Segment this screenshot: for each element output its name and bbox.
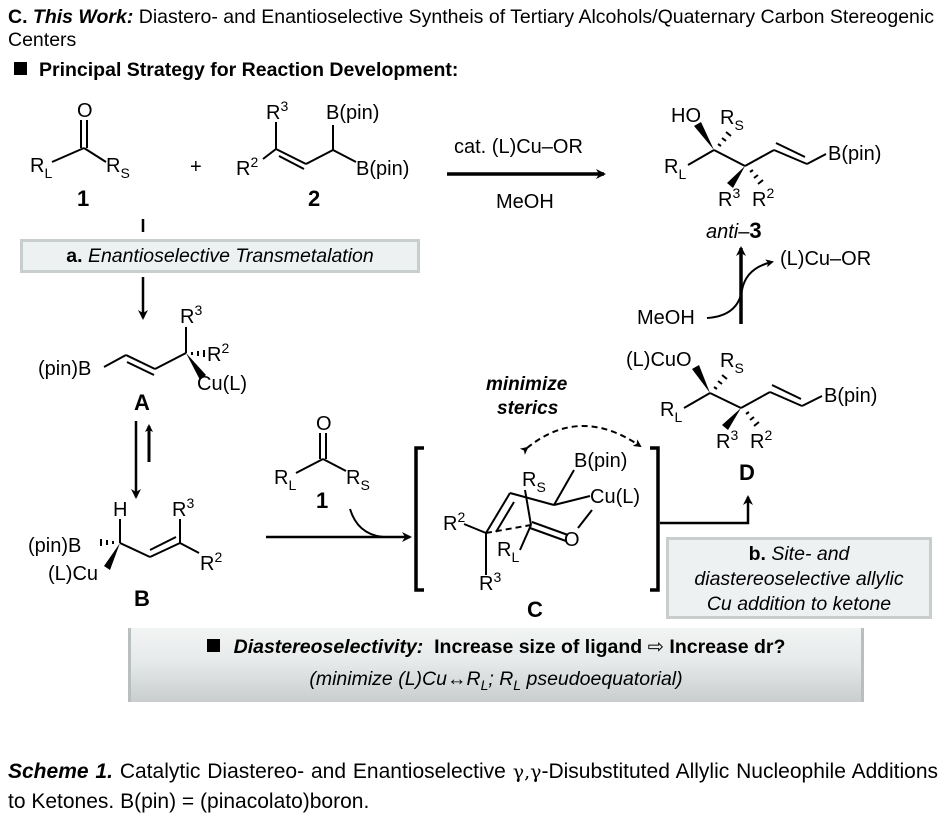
bullet-square-icon bbox=[206, 639, 220, 652]
intermediate-label-B: B bbox=[134, 586, 150, 611]
dr-text: Increase size of ligand bbox=[434, 636, 643, 658]
dr-label: Diastereoselectivity: bbox=[233, 636, 424, 658]
k1b-O: O bbox=[316, 413, 332, 435]
A-pinB: (pin)B bbox=[38, 358, 91, 380]
sterics-note-line1: minimize bbox=[486, 374, 568, 395]
c2-R3: R3 bbox=[266, 98, 288, 124]
plus-sign: + bbox=[190, 156, 202, 178]
product-label: anti–3 bbox=[706, 218, 762, 243]
ts-brackets bbox=[414, 446, 660, 592]
p3-HO: HO bbox=[671, 105, 701, 127]
figure-caption: Scheme 1. Catalytic Diastereo- and Enant… bbox=[8, 760, 938, 813]
bullet-square-icon bbox=[14, 62, 27, 75]
C-Bpin: B(pin) bbox=[574, 450, 627, 472]
compound-number-1: 1 bbox=[77, 186, 89, 211]
solvent-label: MeOH bbox=[496, 191, 554, 213]
ketone-addition-curved-arrow bbox=[349, 508, 385, 538]
compound-number-1b: 1 bbox=[316, 488, 328, 513]
hash-bonds bbox=[100, 131, 764, 546]
C-RS: RS bbox=[522, 469, 546, 495]
D-RS: RS bbox=[720, 350, 744, 376]
meoh-in-label: MeOH bbox=[637, 307, 695, 329]
A-CuL: Cu(L) bbox=[197, 373, 247, 395]
catalyst-label: cat. (L)Cu–OR bbox=[454, 136, 583, 158]
C-RL: RL bbox=[497, 539, 519, 565]
caption-label: Scheme 1. bbox=[8, 760, 113, 783]
step-a-box: a. Enantioselective Transmetalation bbox=[20, 239, 420, 273]
intermediate-label-C: C bbox=[527, 597, 543, 622]
sterics-note-line2: sterics bbox=[497, 398, 558, 419]
step-b-line2: diastereoselective allylic bbox=[694, 568, 904, 590]
k1b-RL: RL bbox=[274, 467, 296, 493]
ketone-1b-bonds bbox=[295, 433, 347, 474]
k1-O: O bbox=[77, 100, 93, 122]
section-emph: This Work: bbox=[32, 6, 134, 28]
intermediate-label-A: A bbox=[134, 390, 150, 415]
D-RL: RL bbox=[660, 399, 682, 425]
p3-R3: R3 bbox=[718, 185, 740, 211]
A-R3: R3 bbox=[180, 302, 202, 328]
strategy-text: Principal Strategy for Reaction Developm… bbox=[39, 59, 459, 81]
compound-2-bonds bbox=[262, 122, 357, 170]
k1-RL: RL bbox=[30, 155, 52, 181]
double-arrow-icon: ↔ bbox=[446, 668, 467, 690]
B-R2: R2 bbox=[200, 549, 222, 575]
p3-RL: RL bbox=[664, 156, 686, 182]
c2-Bpin-top: B(pin) bbox=[326, 102, 379, 124]
B-H: H bbox=[113, 499, 127, 521]
C-R2: R2 bbox=[443, 509, 465, 535]
ketone-1-bonds bbox=[51, 120, 107, 163]
step-b-line3: Cu addition to ketone bbox=[706, 593, 892, 615]
dr-note: (minimize (L)Cu↔RL; RL pseudoequatorial) bbox=[309, 668, 683, 693]
step-b-line1: Site- and bbox=[771, 543, 850, 565]
D-Bpin: B(pin) bbox=[824, 385, 877, 407]
product-3-bonds bbox=[687, 142, 827, 167]
C-O: O bbox=[564, 529, 580, 551]
step-a-letter: a. bbox=[66, 245, 83, 267]
ts-C-bonds bbox=[463, 469, 593, 575]
step-a-text: Enantioselective Transmetalation bbox=[87, 245, 374, 267]
B-LCu: (L)Cu bbox=[48, 563, 98, 585]
c2-Bpin-right: B(pin) bbox=[356, 158, 409, 180]
D-R2: R2 bbox=[750, 427, 772, 453]
B-R3: R3 bbox=[172, 495, 194, 521]
B-pinB: (pin)B bbox=[28, 535, 81, 557]
strategy-heading: Principal Strategy for Reaction Developm… bbox=[8, 59, 458, 82]
implies-arrow-icon: ⇨ bbox=[647, 636, 664, 658]
arrow-C-to-D bbox=[660, 495, 753, 525]
intermediate-A-bonds bbox=[103, 327, 187, 376]
catalyst-out-label: (L)Cu–OR bbox=[780, 248, 871, 270]
section-title: C. This Work: Diastero- and Enantioselec… bbox=[8, 6, 938, 52]
step-b-box: b. Site- and diastereoselective allylic … bbox=[666, 537, 932, 619]
k1b-RS: RS bbox=[346, 467, 370, 493]
p3-RS: RS bbox=[720, 107, 744, 133]
intermediate-B-bonds bbox=[119, 519, 200, 558]
A-R2: R2 bbox=[207, 340, 229, 366]
intermediate-D-bonds bbox=[683, 384, 823, 409]
step-b-letter: b. bbox=[748, 543, 766, 565]
section-title-text: Diastero- and Enantioselective Syntheis … bbox=[8, 6, 934, 51]
diastereoselectivity-box: Diastereoselectivity: Increase size of l… bbox=[128, 628, 864, 702]
wedge-bonds bbox=[104, 122, 745, 570]
c2-R2: R2 bbox=[236, 154, 258, 180]
C-CuL: Cu(L) bbox=[590, 486, 640, 508]
caption-greek: γ,γ bbox=[512, 761, 542, 783]
D-R3: R3 bbox=[716, 427, 738, 453]
C-R3: R3 bbox=[479, 569, 501, 595]
p3-R2: R2 bbox=[752, 185, 774, 211]
catalyst-regeneration-curved-arrow bbox=[706, 259, 774, 319]
D-LCuO: (L)CuO bbox=[626, 349, 692, 371]
p3-Bpin: B(pin) bbox=[828, 143, 881, 165]
intermediate-label-D: D bbox=[739, 460, 755, 485]
compound-number-2: 2 bbox=[308, 186, 320, 211]
sterics-dashed-arrow bbox=[519, 425, 642, 455]
k1-RS: RS bbox=[106, 155, 130, 181]
section-label: C. bbox=[8, 6, 28, 28]
dr-result: Increase dr? bbox=[669, 636, 786, 658]
